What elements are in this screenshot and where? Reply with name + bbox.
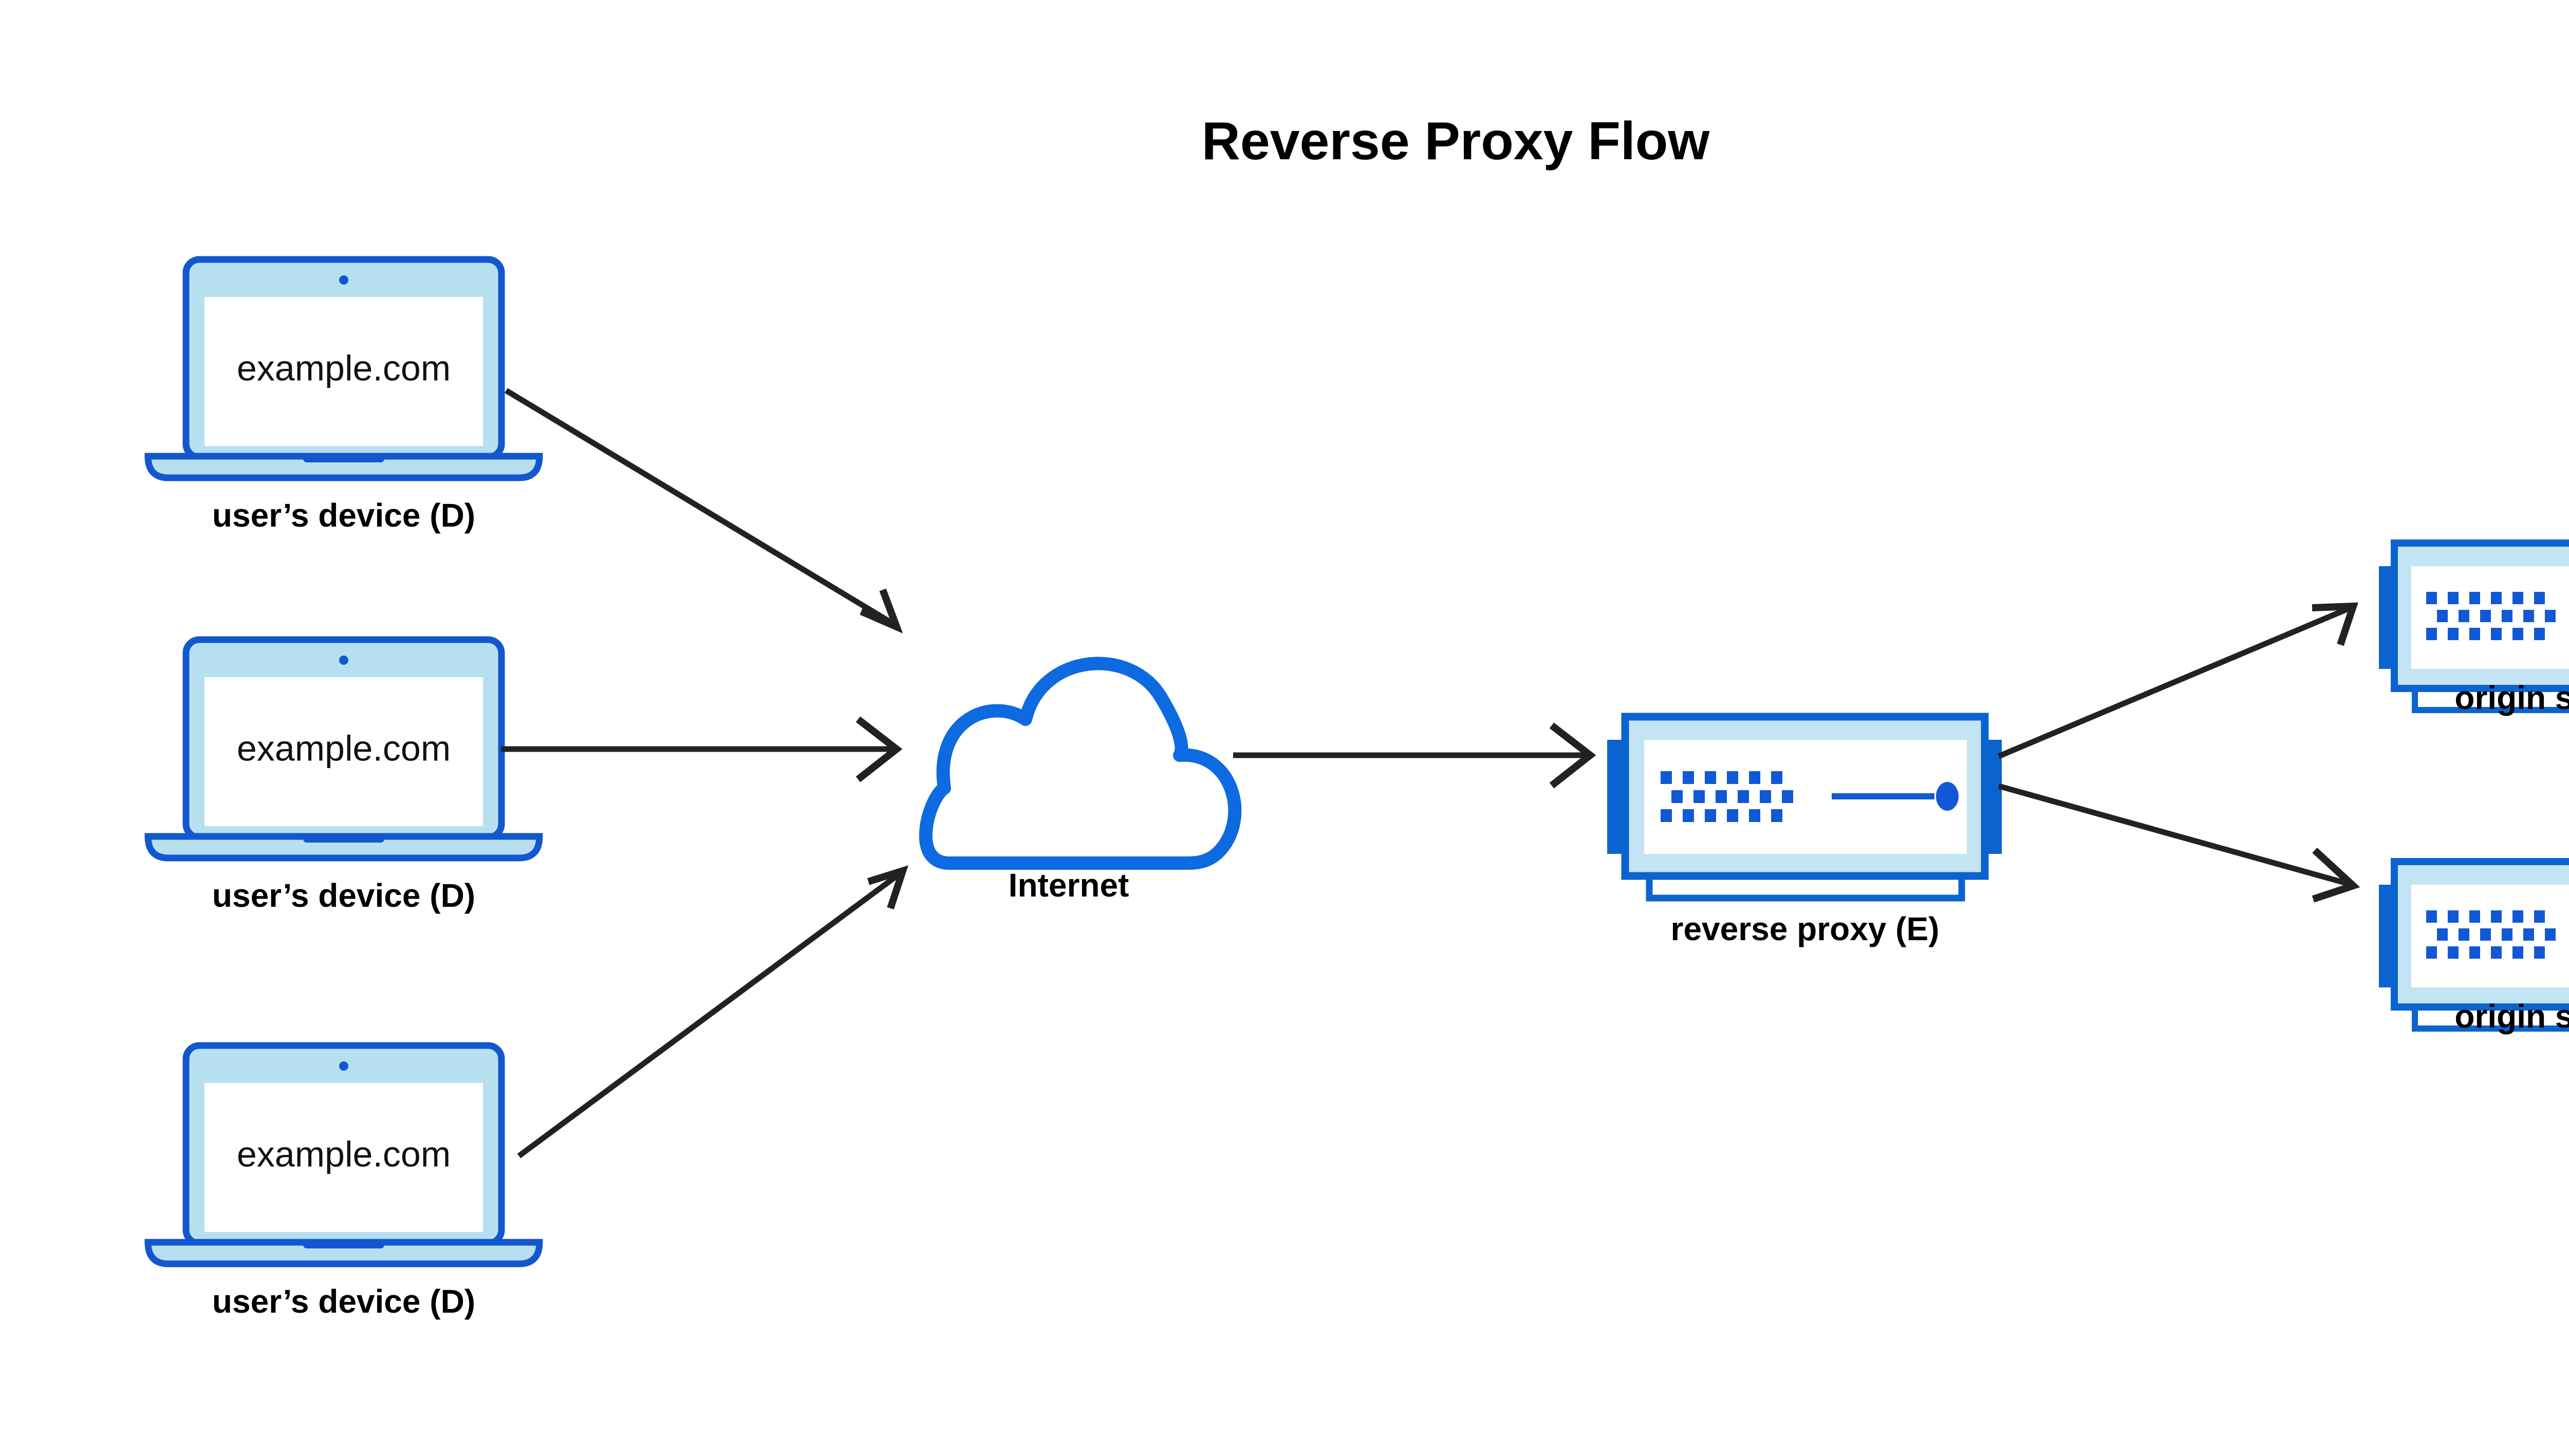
server-led-icon — [1936, 782, 1959, 811]
edge-client-top-to-internet — [505, 388, 903, 634]
edge-client-middle-to-internet — [501, 716, 903, 782]
server-vent-grid — [2426, 592, 2556, 640]
laptop-trackpad-notch — [303, 1240, 384, 1248]
server-status-line — [1832, 793, 1934, 799]
laptop-screen-text: example.com — [237, 728, 451, 768]
edge-client-bottom-to-internet — [517, 865, 908, 1159]
label-client-bottom: user’s device (D) — [212, 1283, 475, 1320]
server-icon-origin-bottom[interactable] — [2379, 858, 2569, 1032]
edge-proxy-to-origin-bottom — [1998, 783, 2360, 903]
laptop-screen — [204, 677, 483, 826]
label-reverse-proxy: reverse proxy (E) — [1671, 910, 1940, 947]
laptop-icon-client-bottom[interactable]: example.com — [144, 1042, 543, 1267]
arrow-right-icon — [2312, 602, 2358, 646]
server-vent-grid — [1661, 771, 1793, 822]
arrow-right-icon — [855, 716, 903, 782]
laptop-trackpad-notch — [303, 454, 384, 462]
edge-line — [1998, 783, 2349, 887]
arrow-right-icon — [1549, 722, 1596, 789]
laptop-icon-client-top[interactable]: example.com — [144, 256, 543, 481]
laptop-screen — [204, 1083, 483, 1232]
laptop-base — [144, 833, 543, 862]
page-title: Reverse Proxy Flow — [1202, 111, 1710, 171]
laptop-base — [144, 1239, 543, 1267]
server-icon-reverse-proxy[interactable] — [1607, 713, 2002, 902]
laptop-camera-icon — [339, 275, 348, 285]
laptop-base — [144, 453, 543, 481]
server-vent-grid — [2426, 910, 2556, 959]
laptop-camera-icon — [339, 656, 348, 665]
label-client-middle: user’s device (D) — [212, 877, 475, 914]
edge-line — [1997, 606, 2350, 759]
laptop-trackpad-notch — [303, 834, 384, 843]
laptop-camera-icon — [339, 1061, 348, 1071]
laptop-screen — [204, 297, 483, 446]
server-icon-origin-top[interactable] — [2379, 539, 2569, 713]
cloud-icon-internet[interactable] — [919, 657, 1242, 870]
edge-internet-to-proxy — [1233, 722, 1596, 789]
label-internet: Internet — [1009, 867, 1129, 904]
laptop-screen-text: example.com — [237, 348, 451, 388]
arrow-right-icon — [2312, 847, 2360, 903]
cloud-shape — [919, 657, 1242, 870]
edge-line — [517, 871, 902, 1159]
label-origin-top: origin server (F) — [2454, 679, 2569, 716]
edge-line — [505, 388, 896, 627]
laptop-icon-client-middle[interactable]: example.com — [144, 636, 543, 862]
arrow-right-icon — [860, 588, 903, 634]
laptop-screen-text: example.com — [237, 1134, 451, 1174]
arrow-right-icon — [867, 865, 908, 910]
label-client-top: user’s device (D) — [212, 497, 475, 534]
edge-proxy-to-origin-top — [1997, 602, 2358, 759]
label-origin-bottom: origin server (F) — [2454, 998, 2569, 1035]
